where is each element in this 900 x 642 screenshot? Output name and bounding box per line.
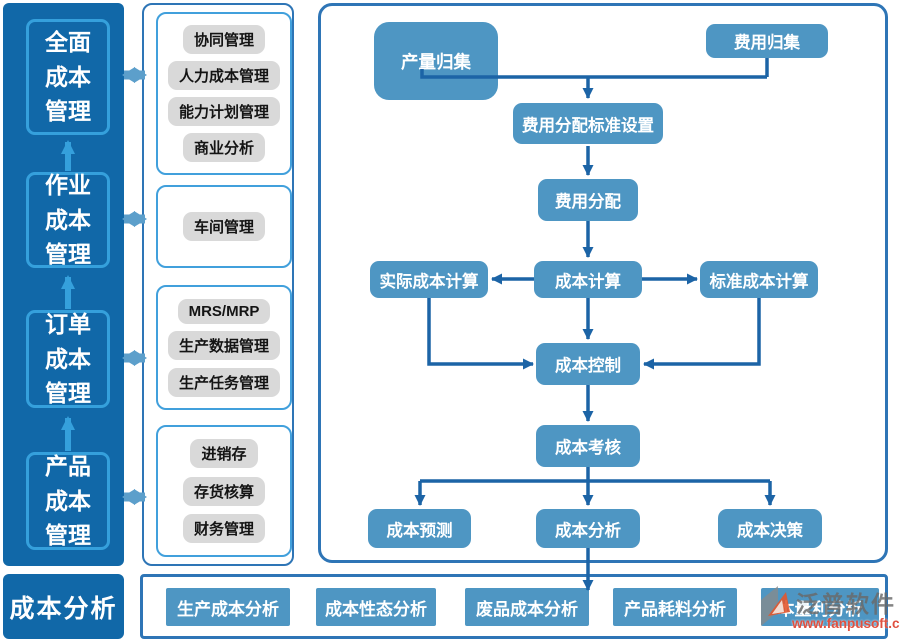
- submodule-item: 商业分析: [182, 133, 265, 162]
- flow-node-allocation-standard: 费用分配标准设置: [513, 103, 663, 144]
- watermark-url-text: www.fanpusoft.com: [792, 616, 900, 631]
- submodule-item: 进销存: [190, 439, 258, 469]
- submodule-item: 财务管理: [182, 513, 265, 543]
- submodule-group-total: 协同管理 人力成本管理 能力计划管理 商业分析: [156, 12, 292, 175]
- flow-node-cost-analysis: 成本分析: [536, 509, 640, 548]
- flow-node-cost-calculation: 成本计算: [534, 261, 642, 298]
- submodule-item: MRS/MRP: [177, 298, 271, 324]
- submodule-item: 车间管理: [182, 212, 265, 241]
- submodule-item: 协同管理: [182, 25, 265, 54]
- flow-node-cost-control: 成本控制: [536, 343, 640, 385]
- cost-analysis-footer-label: 成本分析: [3, 574, 124, 639]
- flow-node-standard-cost-calculation: 标准成本计算: [700, 261, 818, 298]
- submodule-group-product: 进销存 存货核算 财务管理: [156, 425, 292, 557]
- analysis-cost-behavior: 成本性态分析: [316, 588, 436, 626]
- module-activity-cost-management: 作业成本管理: [26, 172, 110, 268]
- fanpu-logo-icon: [761, 586, 790, 626]
- analysis-production-cost: 生产成本分析: [166, 588, 290, 626]
- submodule-item: 生产任务管理: [167, 367, 280, 397]
- module-product-cost-management: 产品成本管理: [26, 452, 110, 550]
- watermark-brand-text: 泛普软件: [796, 591, 896, 617]
- module-total-cost-management: 全面成本管理: [26, 19, 110, 135]
- watermark: 泛普软件 www.fanpusoft.com: [756, 582, 900, 638]
- submodule-item: 存货核算: [182, 476, 265, 506]
- flow-node-expense-collection: 费用归集: [706, 24, 828, 58]
- flow-node-cost-forecast: 成本预测: [368, 509, 471, 548]
- flow-node-cost-decision: 成本决策: [718, 509, 822, 548]
- flow-node-expense-allocation: 费用分配: [538, 179, 638, 221]
- submodule-item: 生产数据管理: [167, 331, 280, 360]
- flow-node-actual-cost-calculation: 实际成本计算: [370, 261, 488, 298]
- module-order-cost-management: 订单成本管理: [26, 310, 110, 408]
- submodule-item: 能力计划管理: [167, 97, 280, 126]
- submodule-group-activity: 车间管理: [156, 185, 292, 268]
- flow-node-output-collection: 产量归集: [374, 22, 498, 100]
- flow-node-cost-assessment: 成本考核: [536, 425, 640, 467]
- submodule-group-order: MRS/MRP 生产数据管理 生产任务管理: [156, 285, 292, 410]
- analysis-scrap-cost: 废品成本分析: [465, 588, 589, 626]
- analysis-material-consumption: 产品耗料分析: [613, 588, 737, 626]
- submodule-item: 人力成本管理: [167, 61, 280, 90]
